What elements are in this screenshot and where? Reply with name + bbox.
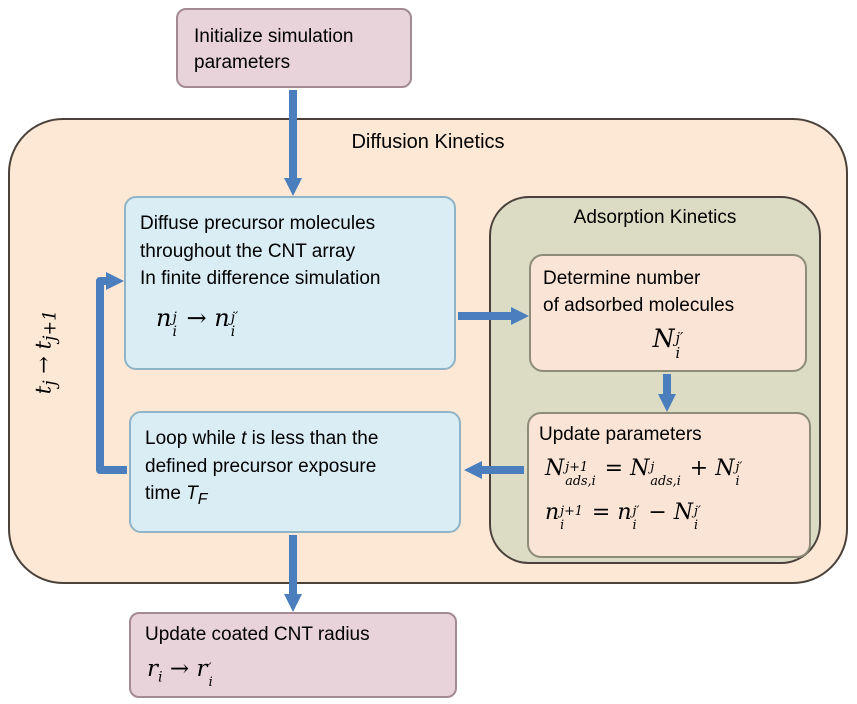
time-step-label: tj → tj+1: [31, 309, 61, 395]
update-radius-text: Update coated CNT radius: [145, 624, 370, 645]
diffuse-text-line: In finite difference simulation: [140, 268, 381, 290]
adsorption-kinetics-title: Adsorption Kinetics: [573, 207, 737, 228]
update-radius-formula: ri → r′i: [147, 655, 213, 690]
initialize-parameters-text: Initialize simulation parameters: [194, 26, 354, 73]
update-parameters-title: Update parameters: [539, 424, 702, 445]
update-radius-node: Update coated CNT radius ri → r′i: [129, 612, 457, 698]
diffuse-text-line: throughout the CNT array: [140, 240, 356, 262]
diffusion-kinetics-title: Diffusion Kinetics: [351, 131, 505, 153]
determine-adsorbed-node: Determine number of adsorbed molecules N…: [529, 254, 807, 372]
diffuse-text-line: Diffuse precursor molecules: [140, 213, 376, 234]
determine-text-line: of adsorbed molecules: [543, 294, 735, 316]
initialize-parameters-node: Initialize simulation parameters: [176, 8, 412, 88]
determine-text-line: Determine number: [543, 268, 701, 289]
diffuse-precursor-node: Diffuse precursor molecules throughout t…: [124, 196, 456, 370]
